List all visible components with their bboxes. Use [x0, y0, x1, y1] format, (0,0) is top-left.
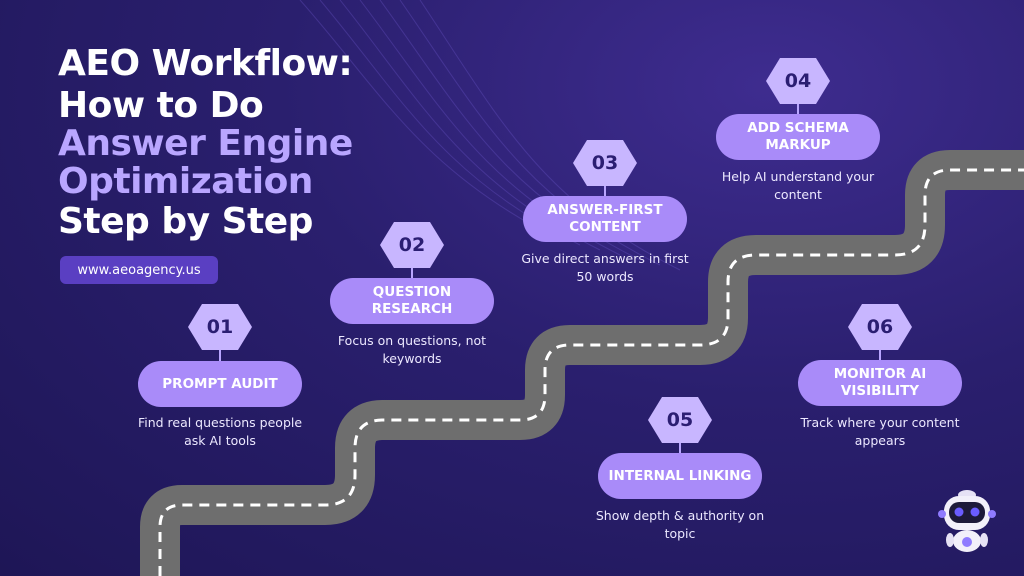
title-line-1: AEO Workflow: [58, 43, 353, 84]
step-4-connector [797, 104, 799, 116]
step-3-number: 03 [591, 152, 619, 174]
step-5-connector [679, 443, 681, 455]
road-center-dashes [158, 168, 1024, 576]
step-5-label-pill: INTERNAL LINKING [598, 453, 762, 499]
title-line-2: How to Do [58, 85, 264, 126]
step-6-label-pill: MONITOR AI VISIBILITY [798, 360, 962, 406]
title-line-5: Step by Step [58, 201, 313, 242]
step-4-label-pill: ADD SCHEMA MARKUP [716, 114, 880, 160]
step-2-description: Focus on questions, not keywords [337, 333, 487, 366]
step-2-label-pill: QUESTION RESEARCH [330, 278, 494, 324]
step-6-number: 06 [866, 316, 894, 338]
step-2-label: QUESTION RESEARCH [371, 284, 453, 317]
step-6-label: MONITOR AI VISIBILITY [833, 366, 927, 399]
step-5-number-badge: 05 [648, 397, 712, 443]
step-3-description: Give direct answers in first 50 words [521, 251, 689, 284]
step-6-description: Track where your content appears [800, 415, 960, 448]
step-3-number-badge: 03 [573, 140, 637, 186]
step-3-label: ANSWER-FIRST CONTENT [547, 202, 663, 235]
step-2-number: 02 [398, 234, 426, 256]
step-4-description: Help AI understand your content [721, 169, 875, 202]
title-line-3: Answer Engine [58, 123, 353, 164]
step-1-label-pill: PROMPT AUDIT [138, 361, 302, 407]
step-6-number-badge: 06 [848, 304, 912, 350]
step-5-description: Show depth & authority on topic [595, 508, 765, 541]
step-4-label: ADD SCHEMA MARKUP [747, 120, 849, 153]
step-2-connector [411, 268, 413, 280]
step-1-number-badge: 01 [188, 304, 252, 350]
step-3-connector [604, 186, 606, 198]
step-4-number: 04 [784, 70, 812, 92]
step-5-number: 05 [666, 409, 694, 431]
step-5-label: INTERNAL LINKING [608, 467, 752, 484]
step-1-label: PROMPT AUDIT [162, 375, 278, 392]
step-1-connector [219, 350, 221, 362]
website-url-badge[interactable]: www.aeoagency.us [60, 256, 218, 284]
step-6-connector [879, 350, 881, 362]
step-2-number-badge: 02 [380, 222, 444, 268]
step-4-number-badge: 04 [766, 58, 830, 104]
step-1-description: Find real questions people ask AI tools [137, 415, 303, 448]
robot-mascot-icon [938, 490, 996, 552]
title-line-4: Optimization [58, 161, 313, 202]
step-1-number: 01 [206, 316, 234, 338]
step-3-label-pill: ANSWER-FIRST CONTENT [523, 196, 687, 242]
